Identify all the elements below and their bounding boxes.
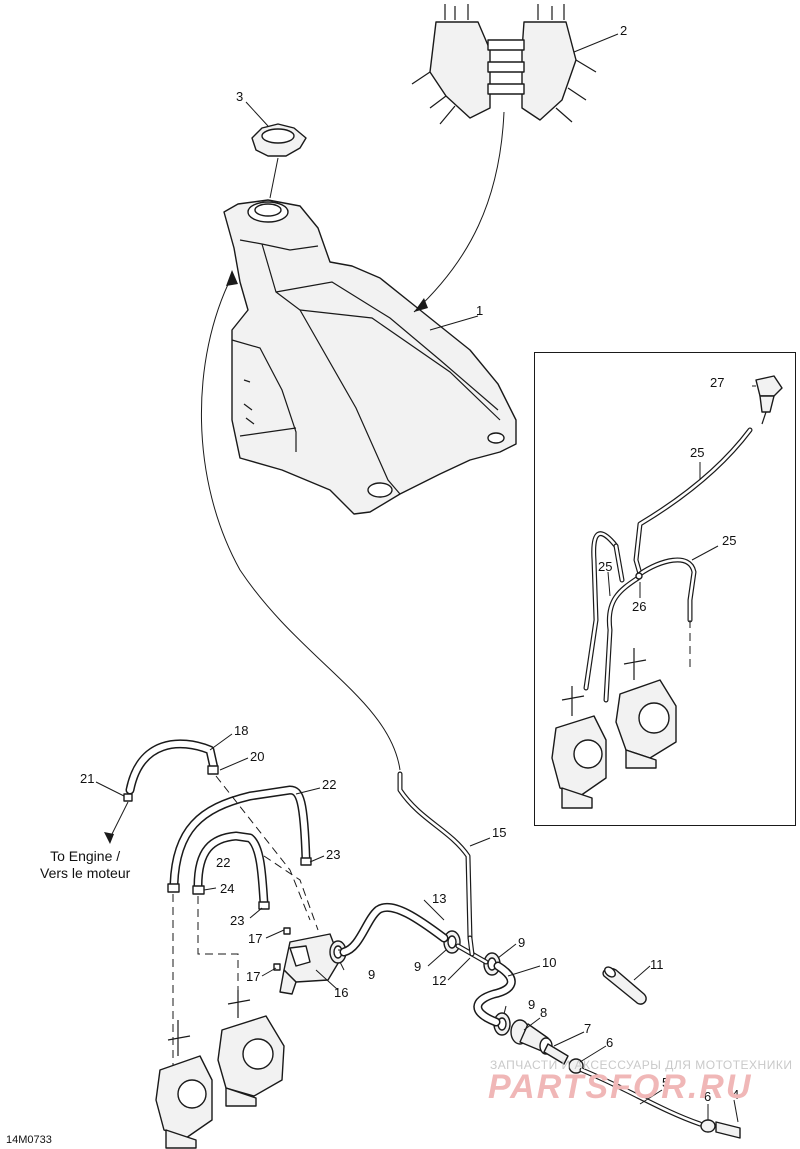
callout-9b: 9 [518,935,526,950]
fuel-hose-10 [473,961,516,1027]
arrow-head [414,298,428,312]
fuel-tank [223,199,517,515]
t-fitting [455,935,489,965]
inset-vent-tubes [583,427,753,703]
carb-hoses [167,785,312,910]
vent-arrow-head [226,270,238,286]
callout-7: 7 [584,1021,592,1036]
fuel-valve [273,927,341,995]
callout-24: 24 [220,881,235,896]
tank-bracket [411,4,597,125]
callout-25c: 25 [598,559,613,574]
callout-22b: 22 [216,855,231,870]
callout-1: 1 [476,303,484,318]
callout-4: 4 [732,1087,740,1102]
callout-17a: 17 [248,931,263,946]
carburetor-right [217,990,285,1107]
routing-dash-3 [197,896,239,1010]
callout-9d: 9 [368,967,376,982]
callout-leaders [95,33,756,1123]
carburetor-left [155,1020,213,1149]
fuel-filter [510,1019,584,1074]
figure-id: 14M0733 [6,1134,52,1146]
callout-22a: 22 [322,777,337,792]
to-engine-note-line2: Vers le moteur [40,865,131,881]
callout-6a: 6 [606,1035,614,1050]
callout-10: 10 [542,955,557,970]
to-engine-note-line1: To Engine / [50,848,121,864]
callout-18: 18 [234,723,249,738]
end-fittings [700,1119,741,1139]
engine-hose [104,739,219,844]
callout-23a: 23 [326,847,341,862]
vent-valve [755,375,783,425]
callout-11: 11 [650,957,664,972]
callout-13: 13 [432,891,447,906]
callout-17b: 17 [246,969,261,984]
callout-8: 8 [540,1005,548,1020]
vent-tube [397,771,473,941]
callout-23b: 23 [230,913,245,928]
vent-route-line [201,275,401,771]
fuel-hose-13 [339,902,449,957]
inset-carburetor-left [551,686,607,809]
fuel-line-5 [579,1067,703,1127]
callout-27: 27 [710,375,725,390]
callout-9c: 9 [414,959,422,974]
callout-15: 15 [492,825,507,840]
routing-dash-1 [215,775,311,921]
bracket-arrow [413,111,505,313]
callout-25b: 25 [722,533,737,548]
callout-16: 16 [334,985,349,1000]
inset-carburetor-right [615,648,677,769]
callout-20: 20 [250,749,265,764]
callout-25a: 25 [690,445,705,460]
watermark-logo: PARTSFOR.RU [488,1068,753,1106]
fuel-cap [251,123,307,199]
callout-12: 12 [432,973,447,988]
watermark-subtitle: ЗАПЧАСТИ И АКСЕССУАРЫ ДЛЯ МОТОТЕХНИКИ [490,1058,793,1072]
to-engine-note: To Engine / Vers le moteur [40,848,130,882]
callout-9a: 9 [528,997,536,1012]
callout-6b: 6 [704,1089,712,1104]
callout-26: 26 [632,599,647,614]
callout-21: 21 [80,771,95,786]
rubber-sleeve [602,966,647,1005]
inset-frame [534,352,796,826]
callout-3: 3 [236,89,244,104]
callout-5: 5 [662,1075,670,1090]
callout-2: 2 [620,23,628,38]
routing-dash-4 [263,855,319,931]
